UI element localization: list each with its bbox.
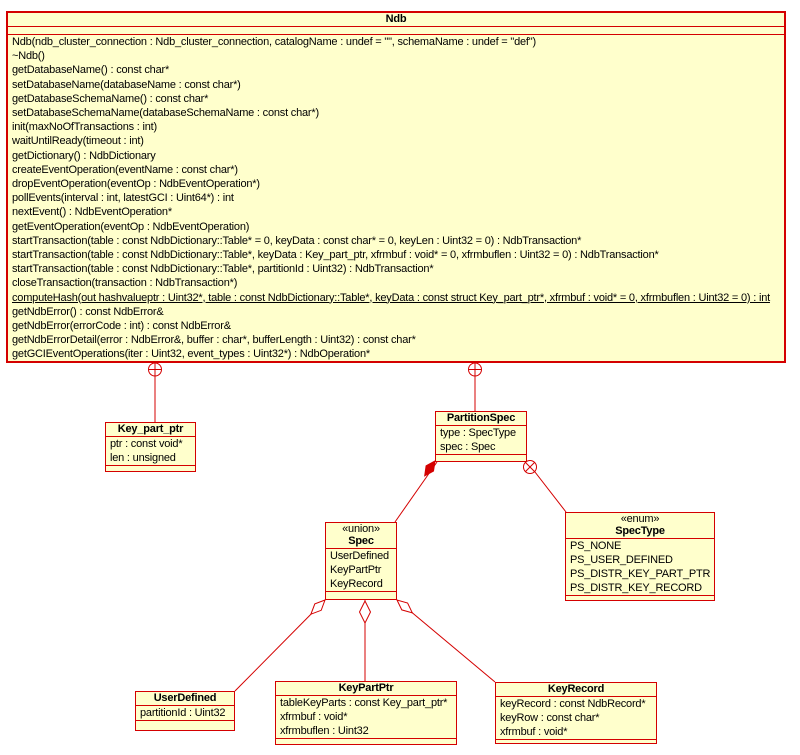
class-stereotype: «union» <box>342 523 380 535</box>
member-line: getDatabaseName() : const char* <box>12 64 170 77</box>
composition-diamond-icon <box>424 460 436 477</box>
class-name: UserDefined <box>153 692 217 704</box>
class-title: Ndb <box>8 13 784 26</box>
class-stereotype: «enum» <box>620 513 660 525</box>
member-line: getEventOperation(eventOp : NdbEventOper… <box>12 220 250 233</box>
methods-compartment <box>566 595 714 600</box>
attributes-compartment <box>8 26 784 34</box>
member-line: UserDefined <box>330 550 389 562</box>
member-line: getNdbErrorDetail(error : NdbError&, buf… <box>12 334 416 347</box>
member-line: KeyRecord <box>330 578 383 590</box>
class-name: Spec <box>348 535 374 547</box>
aggregation-diamond-icon <box>310 599 326 616</box>
member-line: PS_NONE <box>570 540 622 552</box>
member-line: keyRecord : const NdbRecord* <box>500 698 646 710</box>
anchor-circle-plus-icon <box>468 362 482 377</box>
class-title: PartitionSpec <box>436 412 526 425</box>
class-name: Ndb <box>385 13 407 25</box>
member-line: ~Ndb() <box>12 50 45 63</box>
member-line: getGCIEventOperations(iter : Uint32, eve… <box>12 348 370 361</box>
methods-compartment <box>136 720 234 730</box>
member-line: getNdbError(errorCode : int) : const Ndb… <box>12 320 231 333</box>
methods-compartment <box>436 454 526 461</box>
class-title: KeyRecord <box>496 683 656 696</box>
class-title: UserDefined <box>136 692 234 705</box>
member-line: getDictionary() : NdbDictionary <box>12 149 156 162</box>
class-box-key-record[interactable]: KeyRecord keyRecord : const NdbRecord*ke… <box>495 682 657 744</box>
member-line: xfrmbuflen : Uint32 <box>280 725 369 737</box>
methods-compartment: Ndb(ndb_cluster_connection : Ndb_cluster… <box>8 34 784 361</box>
class-name: PartitionSpec <box>446 412 516 424</box>
methods-compartment <box>106 465 195 471</box>
crossed-circle-x1 <box>525 462 535 472</box>
member-line: startTransaction(table : const NdbDictio… <box>12 234 582 247</box>
member-line: PS_DISTR_KEY_PART_PTR <box>570 568 711 580</box>
member-line: pollEvents(interval : int, latestGCI : U… <box>12 192 234 205</box>
methods-compartment <box>326 591 396 599</box>
attributes-compartment: tableKeyParts : const Key_part_ptr*xfrmb… <box>276 695 456 738</box>
member-line: PS_USER_DEFINED <box>570 554 673 566</box>
member-line: Ndb(ndb_cluster_connection : Ndb_cluster… <box>12 36 536 48</box>
methods-compartment <box>496 739 656 743</box>
class-name: KeyRecord <box>547 683 605 695</box>
attributes-compartment: type : SpecType spec : Spec <box>436 425 526 454</box>
class-box-key-part-ptr[interactable]: Key_part_ptr ptr : const void* len : unsi… <box>105 422 196 472</box>
aggregation-diamond-icon <box>358 599 372 625</box>
member-line: spec : Spec <box>440 441 496 453</box>
member-line: setDatabaseName(databaseName : const cha… <box>12 78 241 91</box>
member-line: init(maxNoOfTransactions : int) <box>12 121 157 134</box>
class-title: «union» Spec <box>326 523 396 548</box>
class-title: «enum» SpecType <box>566 513 714 538</box>
member-line: dropEventOperation(eventOp : NdbEventOpe… <box>12 178 260 191</box>
anchor-circle-plus-icon <box>148 362 162 377</box>
class-box-ndb[interactable]: Ndb Ndb(ndb_cluster_connection : Ndb_clu… <box>6 11 786 363</box>
member-line: computeHash(out hashvalueptr : Uint32*, … <box>12 291 770 304</box>
member-line: type : SpecType <box>440 427 516 439</box>
member-line: waitUntilReady(timeout : int) <box>12 135 144 148</box>
member-line: ptr : const void* <box>110 438 183 450</box>
member-line: setDatabaseSchemaName(databaseSchemaName… <box>12 107 319 120</box>
class-name: SpecType <box>615 525 665 537</box>
attributes-compartment: keyRecord : const NdbRecord* keyRow : con… <box>496 696 656 739</box>
attributes-compartment: partitionId : Uint32 <box>136 705 234 720</box>
class-title: Key_part_ptr <box>106 423 195 436</box>
member-line: startTransaction(table : const NdbDictio… <box>12 249 659 262</box>
aggregation-diamond-icon <box>396 599 414 614</box>
edge-partitionspec-spec <box>394 461 438 523</box>
class-box-key-part-ptr-struct[interactable]: KeyPartPtr tableKeyParts : const Key_par… <box>275 681 457 745</box>
member-line: PS_DISTR_KEY_RECORD <box>570 582 702 594</box>
methods-compartment <box>276 738 456 744</box>
member-line: nextEvent() : NdbEventOperation* <box>12 206 172 219</box>
crossed-circle-x2 <box>525 462 535 472</box>
member-line: xfrmbuf : void* <box>280 711 348 723</box>
class-name: KeyPartPtr <box>338 682 394 694</box>
attributes-compartment: PS_NONE PS_USER_DEFINED PS_DISTR_KEY_PART_… <box>566 538 714 595</box>
member-line: getNdbError() : const NdbError& <box>12 305 164 318</box>
class-box-partition-spec[interactable]: PartitionSpec type : SpecType spec : Spec <box>435 411 527 462</box>
member-line: getDatabaseSchemaName() : const char* <box>12 92 209 105</box>
attributes-compartment: ptr : const void* len : unsigned <box>106 436 195 465</box>
member-line: xfrmbuf : void* <box>500 726 568 738</box>
class-name: Key_part_ptr <box>117 423 184 435</box>
member-line: partitionId : Uint32 <box>140 707 226 719</box>
class-title: KeyPartPtr <box>276 682 456 695</box>
edge-spec-keyrecord <box>396 599 496 683</box>
member-line: keyRow : const char* <box>500 712 600 724</box>
member-line: KeyPartPtr <box>330 564 382 576</box>
member-line: createEventOperation(eventName : const c… <box>12 163 238 176</box>
member-line: closeTransaction(transaction : NdbTransa… <box>12 277 238 290</box>
edge-partitionspec-spectype <box>527 462 567 513</box>
member-line: len : unsigned <box>110 452 176 464</box>
member-line: tableKeyParts : const Key_part_ptr* <box>280 697 448 709</box>
class-box-user-defined[interactable]: UserDefined partitionId : Uint32 <box>135 691 235 731</box>
crossed-circle-icon <box>523 460 537 474</box>
edge-spec-userdefined <box>234 599 326 692</box>
member-line: startTransaction(table : const NdbDictio… <box>12 263 434 276</box>
